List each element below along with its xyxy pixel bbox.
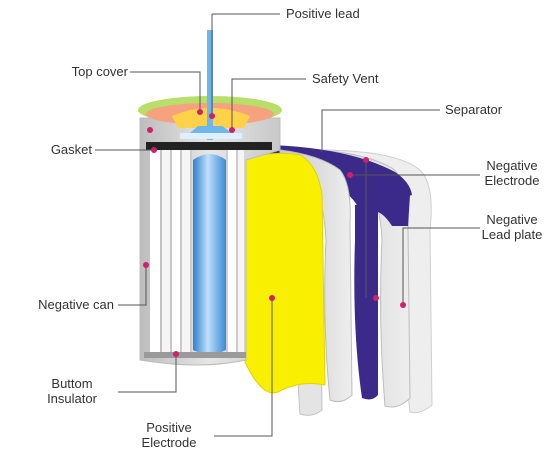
label-negative-electrode-line2: Electrode <box>484 173 540 188</box>
jelly-roll-layers <box>150 148 244 353</box>
label-buttom-insulator: Buttom Insulator <box>30 376 114 406</box>
marker-dots <box>143 109 406 357</box>
positive-electrode-sheet <box>243 152 326 394</box>
marker-positive-lead <box>209 113 215 119</box>
label-negative-can: Negative can <box>38 297 114 312</box>
label-positive-electrode-line1: Positive <box>146 420 192 435</box>
marker-positive-electrode <box>269 295 275 301</box>
marker-top-cover <box>197 109 203 115</box>
label-negative-electrode-line1: Negative <box>486 158 538 173</box>
label-safety-vent: Safety Vent <box>312 71 379 86</box>
safety-vent-plate <box>180 133 242 139</box>
leader-negative-lead-plate <box>402 227 480 305</box>
label-positive-electrode: Positive Electrode <box>126 420 212 450</box>
leader-top-cover <box>130 71 201 112</box>
label-separator: Separator <box>445 102 503 117</box>
leader-separator <box>321 109 440 152</box>
label-negative-lead-plate-line1: Negative <box>486 212 538 227</box>
label-buttom-insulator-line1: Buttom <box>51 376 93 391</box>
marker-negative-electrode-bottom <box>373 295 379 301</box>
label-buttom-insulator-line2: Insulator <box>47 391 97 406</box>
marker-buttom-insulator <box>173 351 179 357</box>
label-negative-lead-plate: Negative Lead plate <box>474 212 550 242</box>
label-positive-lead: Positive lead <box>286 6 360 21</box>
label-negative-lead-plate-line2: Lead plate <box>481 227 543 242</box>
leader-buttom-insulator <box>118 354 177 393</box>
leader-positive-electrode <box>214 298 273 437</box>
marker-negative-can <box>143 262 149 268</box>
safety-vent-disc <box>190 126 232 133</box>
label-top-cover: Top cover <box>71 64 128 79</box>
marker-negative-electrode <box>347 172 353 178</box>
leader-lines <box>95 13 480 437</box>
leader-negative-can <box>118 265 147 306</box>
marker-safety-vent <box>229 127 235 133</box>
marker-top-left <box>147 127 153 133</box>
label-gasket: Gasket <box>50 142 92 157</box>
label-positive-electrode-line2: Electrode <box>141 435 197 450</box>
label-negative-electrode: Negative Electrode <box>474 158 550 188</box>
marker-separator <box>363 157 369 163</box>
gasket-band <box>146 142 272 150</box>
marker-gasket <box>151 147 157 153</box>
bottom-insulator-disc <box>144 352 246 358</box>
negative-electrode-strip <box>354 195 410 400</box>
marker-negative-lead-plate <box>400 302 406 308</box>
positive-lead-tab <box>207 30 213 140</box>
center-mandrel <box>193 154 226 354</box>
leader-safety-vent <box>231 78 306 130</box>
